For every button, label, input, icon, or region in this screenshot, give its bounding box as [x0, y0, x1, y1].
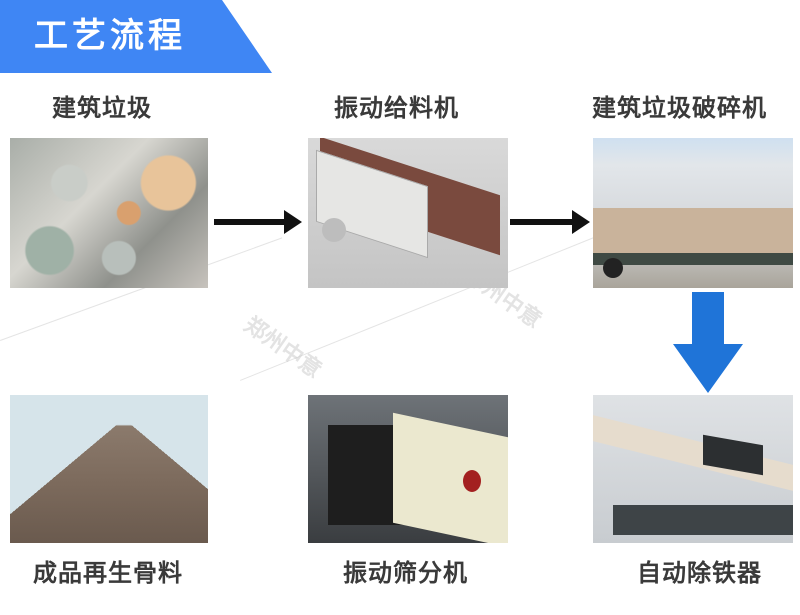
arrow-right-icon [510, 210, 590, 234]
arrow-right-icon [214, 210, 302, 234]
step-label-iron-remover: 自动除铁器 [637, 559, 762, 587]
step-label-vibrating-screen: 振动筛分机 [343, 559, 468, 587]
construction-waste-photo [10, 138, 208, 288]
step-label-construction-waste: 建筑垃圾 [52, 94, 152, 122]
vibrating-screen-photo [308, 395, 508, 543]
page-title: 工艺流程 [34, 16, 186, 56]
step-label-crusher: 建筑垃圾破碎机 [592, 94, 767, 122]
step-label-recycled-aggregate: 成品再生骨料 [33, 559, 183, 587]
watermark-text: 郑州中意 [239, 312, 326, 384]
mobile-crusher-photo [593, 138, 793, 288]
vibrating-feeder-photo [308, 138, 508, 288]
recycled-aggregate-photo [10, 395, 208, 543]
iron-remover-photo [593, 395, 793, 543]
section-banner [0, 0, 272, 73]
arrow-down-icon [673, 292, 743, 393]
step-label-vibrating-feeder: 振动给料机 [334, 94, 459, 122]
